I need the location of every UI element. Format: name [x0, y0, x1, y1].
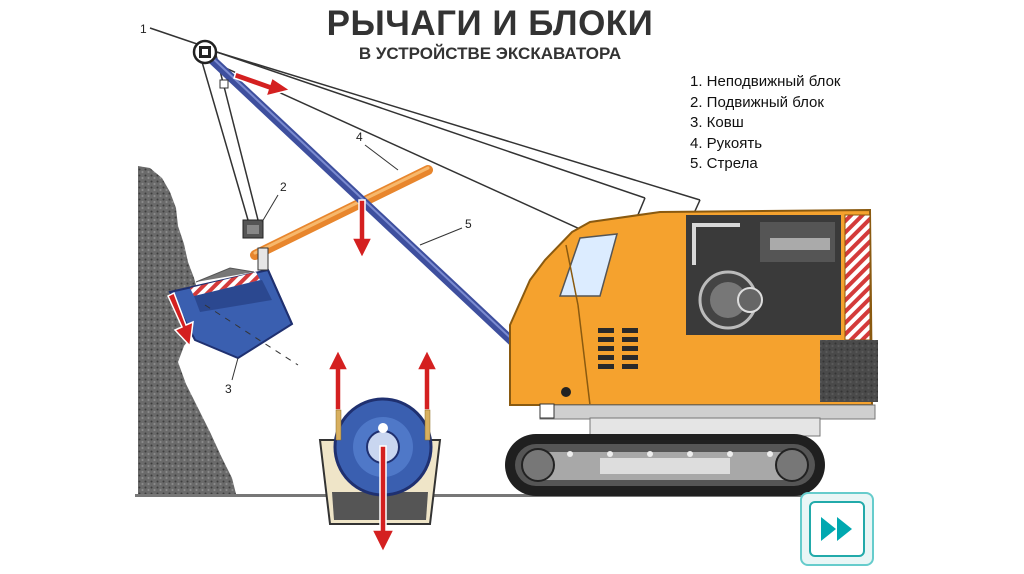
callout-4: 4	[356, 130, 363, 144]
crawler-track	[505, 417, 825, 496]
handle-stick	[250, 165, 433, 260]
slide-title: РЫЧАГИ И БЛОКИ	[326, 4, 654, 43]
callout-leaders	[231, 144, 463, 381]
callout-3: 3	[225, 382, 232, 396]
legend-item-handle: 4. Рукоять	[690, 134, 763, 152]
boom-pin	[219, 79, 229, 89]
legend-item-boom: 5. Стрела	[690, 155, 758, 172]
legend-item-movable-block: 2. Подвижный блок	[690, 93, 824, 111]
callout-1: 1	[140, 22, 147, 36]
legend-item-fixed-block: 1. Неподвижный блок	[690, 73, 841, 90]
force-arrows	[167, 71, 439, 554]
legend: 1. Неподвижный блок 2. Подвижный блок 3.…	[690, 72, 840, 175]
fast-forward-icon	[809, 501, 865, 557]
legend-item-bucket: 3. Ковш	[690, 114, 744, 131]
callout-2: 2	[280, 180, 287, 194]
bucket	[168, 247, 299, 366]
slide-subtitle: В УСТРОЙСТВЕ ЭКСКАВАТОРА	[358, 44, 622, 63]
boom	[201, 49, 571, 397]
ground-line	[135, 494, 835, 497]
movable-block	[242, 219, 264, 239]
fixed-block	[192, 39, 218, 65]
next-slide-button[interactable]	[800, 492, 874, 566]
excavator-body	[509, 208, 878, 420]
callout-5: 5	[465, 217, 472, 231]
